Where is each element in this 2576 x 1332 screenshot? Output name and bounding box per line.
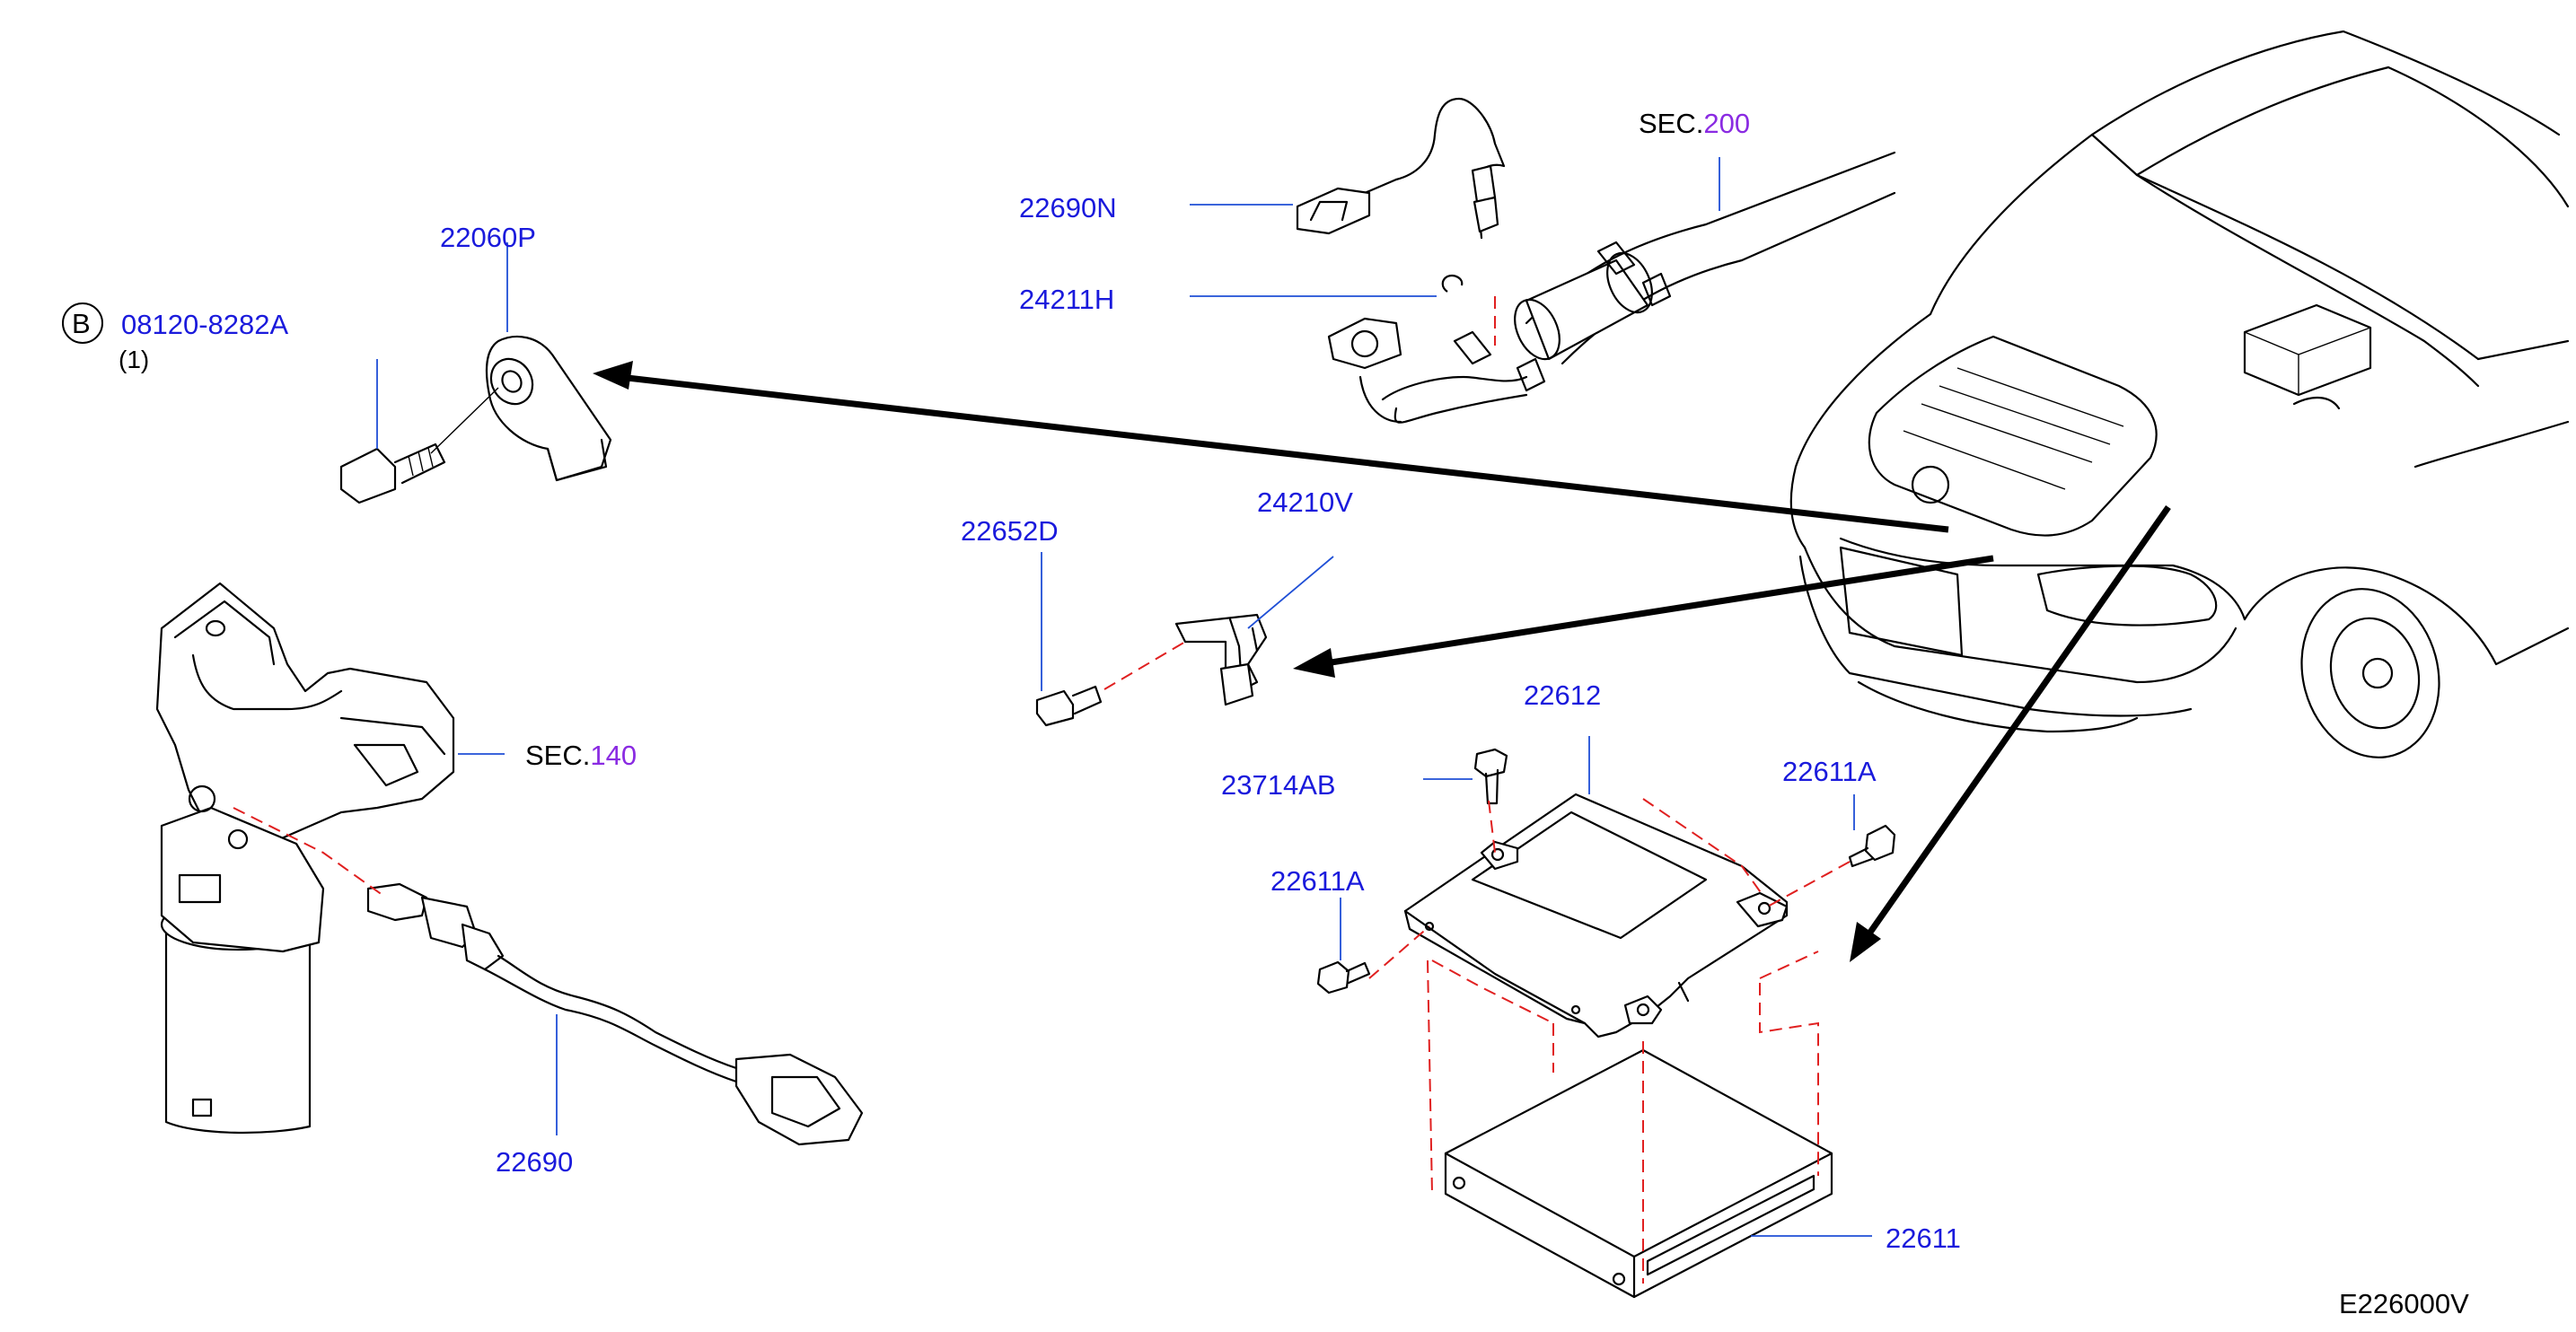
label-22612: 22612 [1524,679,1601,711]
label-22690N: 22690N [1019,192,1117,223]
o2-sensor-22690 [366,882,864,1146]
car-illustration [1789,30,2570,758]
label-08120-8282A: 08120-8282A [121,309,288,340]
bolt-22611A-right [1848,824,1896,868]
label-22611A-left: 22611A [1270,865,1365,897]
label-22611A-right: 22611A [1782,756,1877,787]
bracket-24210V [1174,613,1268,706]
label-23714AB: 23714AB [1221,769,1336,801]
catalyst-canister [160,784,325,1135]
label-sec200: SEC.200 [1639,108,1750,139]
knock-sensor-22060P [430,335,612,482]
leader-lines [376,157,1872,1237]
location-arrows [593,361,2171,962]
part-labels: 22060P B 08120-8282A (1) 22690N 24211H S… [62,108,2469,1319]
label-08120-qty: (1) [119,346,149,373]
label-24211H: 24211H [1019,284,1114,315]
bolt-08120-8282A [339,443,446,504]
bolt-23714AB [1473,748,1508,805]
label-bolt-badge: B [72,308,91,339]
label-sec140: SEC.140 [525,740,637,771]
sensor-holder-shroud [155,582,455,854]
label-24210V: 24210V [1257,486,1353,518]
label-22652D: 22652D [961,515,1059,547]
label-22611: 22611 [1886,1222,1961,1254]
assembly-lines [233,296,1851,1284]
bolt-ref-circle [62,302,103,344]
diagram-code: E226000V [2339,1288,2469,1319]
bolt-22611A-left [1316,960,1371,995]
o2-sensor-22690N [1296,97,1506,293]
label-22060P: 22060P [440,222,536,253]
label-22690: 22690 [496,1146,573,1178]
ecm-bracket-22612 [1403,793,1789,1038]
ecm-22611 [1444,1048,1833,1299]
exhaust-pipe-assembly [1327,151,1896,424]
bolt-22652D [1035,685,1103,727]
